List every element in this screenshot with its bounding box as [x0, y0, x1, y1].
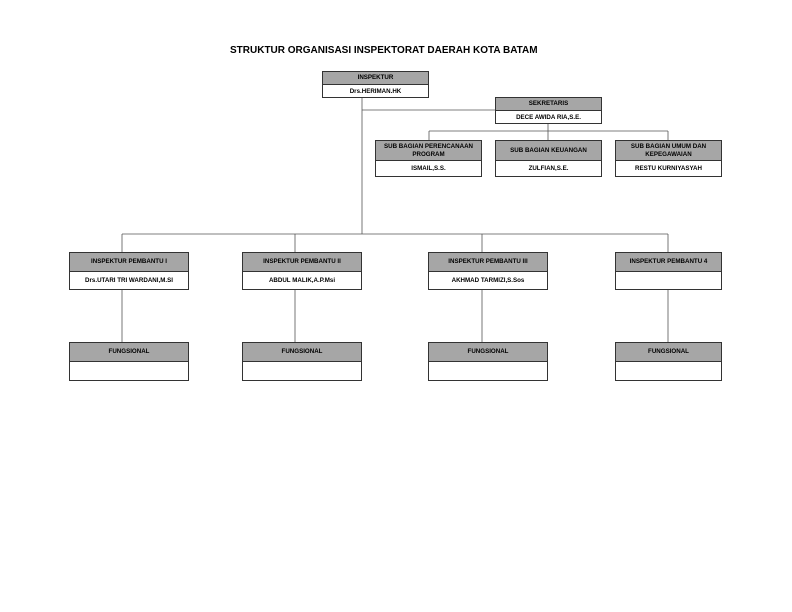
inspektur-pembantu-1-name: Drs.UTARI TRI WARDANI,M.SI [85, 277, 173, 284]
fungsional-4-role: FUNGSIONAL [616, 343, 721, 362]
inspektur-pembantu-3-role: INSPEKTUR PEMBANTU III [429, 253, 547, 272]
fungsional-2-box: FUNGSIONAL [242, 342, 362, 381]
fungsional-1-role: FUNGSIONAL [70, 343, 188, 362]
subbagian-perencanaan-role: SUB BAGIAN PERENCANAAN PROGRAM [376, 141, 481, 161]
subbagian-umum-box: SUB BAGIAN UMUM DAN KEPEGAWAIAN RESTU KU… [615, 140, 722, 177]
subbagian-keuangan-role: SUB BAGIAN KEUANGAN [496, 141, 601, 161]
sekretaris-name: DECE AWIDA RIA,S.E. [516, 113, 581, 121]
fungsional-4-box: FUNGSIONAL [615, 342, 722, 381]
inspektur-pembantu-1-role: INSPEKTUR PEMBANTU I [70, 253, 188, 272]
inspektur-pembantu-2-role: INSPEKTUR PEMBANTU II [243, 253, 361, 272]
fungsional-4-name [616, 362, 721, 380]
inspektur-role: INSPEKTUR [323, 72, 428, 85]
subbagian-umum-role: SUB BAGIAN UMUM DAN KEPEGAWAIAN [616, 141, 721, 161]
page-title: STRUKTUR ORGANISASI INSPEKTORAT DAERAH K… [230, 45, 538, 56]
inspektur-pembantu-3-name: AKHMAD TARMIZI,S.Sos [451, 277, 525, 284]
subbagian-keuangan-name: ZULFIAN,S.E. [528, 165, 569, 172]
subbagian-perencanaan-box: SUB BAGIAN PERENCANAAN PROGRAM ISMAIL,S.… [375, 140, 482, 177]
fungsional-3-role: FUNGSIONAL [429, 343, 547, 362]
inspektur-pembantu-2-box: INSPEKTUR PEMBANTU II ABDUL MALIK,A.P.Ms… [242, 252, 362, 290]
inspektur-pembantu-4-name [616, 272, 721, 289]
subbagian-keuangan-box: SUB BAGIAN KEUANGAN ZULFIAN,S.E. [495, 140, 602, 177]
inspektur-pembantu-2-name: ABDUL MALIK,A.P.Msi [268, 277, 336, 284]
inspektur-name: Drs.HERIMAN.HK [349, 87, 402, 95]
fungsional-1-name [70, 362, 188, 380]
inspektur-pembantu-4-role: INSPEKTUR PEMBANTU 4 [616, 253, 721, 272]
sekretaris-role: SEKRETARIS [496, 98, 601, 111]
fungsional-2-role: FUNGSIONAL [243, 343, 361, 362]
fungsional-1-box: FUNGSIONAL [69, 342, 189, 381]
fungsional-3-box: FUNGSIONAL [428, 342, 548, 381]
subbagian-perencanaan-name: ISMAIL,S.S. [411, 165, 446, 172]
inspektur-box: INSPEKTUR Drs.HERIMAN.HK [322, 71, 429, 98]
inspektur-pembantu-4-box: INSPEKTUR PEMBANTU 4 [615, 252, 722, 290]
subbagian-umum-name: RESTU KURNIYASYAH [635, 165, 702, 172]
fungsional-3-name [429, 362, 547, 380]
fungsional-2-name [243, 362, 361, 380]
inspektur-pembantu-1-box: INSPEKTUR PEMBANTU I Drs.UTARI TRI WARDA… [69, 252, 189, 290]
inspektur-pembantu-3-box: INSPEKTUR PEMBANTU III AKHMAD TARMIZI,S.… [428, 252, 548, 290]
sekretaris-box: SEKRETARIS DECE AWIDA RIA,S.E. [495, 97, 602, 124]
